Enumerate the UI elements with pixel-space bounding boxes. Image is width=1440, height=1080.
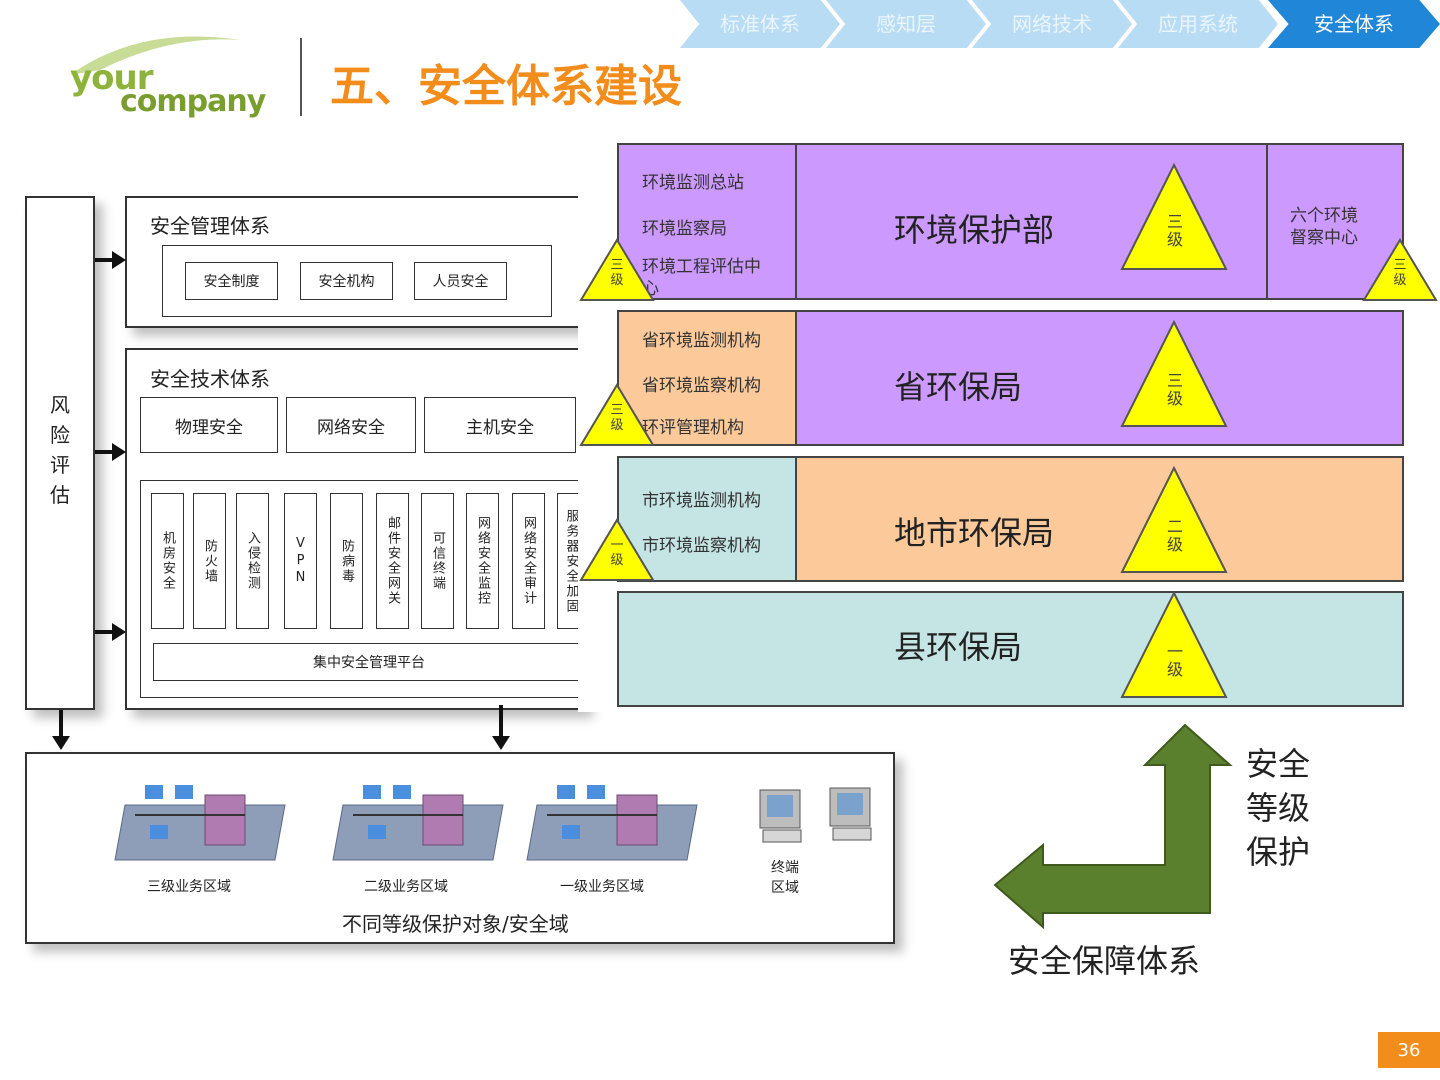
zone-label-level1: 一级业务区域 bbox=[560, 879, 644, 895]
row2-item: 省环境监测机构 bbox=[642, 331, 761, 351]
company-logo: your company bbox=[60, 30, 266, 130]
nav-tab-security[interactable]: 安全体系 bbox=[1268, 0, 1440, 48]
tech-cell: 防火墙 bbox=[193, 493, 226, 629]
header-divider bbox=[300, 38, 302, 116]
network-zones-graphic bbox=[114, 785, 698, 861]
tech-cell: 网络安全监控 bbox=[466, 493, 499, 629]
triangle-label: 一级 bbox=[610, 538, 624, 568]
triangle-label: 三级 bbox=[1166, 212, 1183, 249]
security-assurance-label: 安全保障体系 bbox=[1008, 942, 1201, 980]
row3-item: 市环境监测机构 bbox=[642, 491, 761, 511]
security-tech-title: 安全技术体系 bbox=[150, 367, 270, 391]
triangle-label: 三级 bbox=[610, 403, 624, 433]
nav-tab-network[interactable]: 网络技术 bbox=[972, 0, 1132, 48]
mgmt-item-personnel: 人员安全 bbox=[414, 262, 507, 300]
network-platform-icon bbox=[114, 785, 286, 861]
row4-center-label: 县环保局 bbox=[894, 628, 1023, 666]
row3-left-cell bbox=[619, 458, 796, 580]
zone-label-level2: 二级业务区域 bbox=[364, 879, 448, 895]
zone-label-level3: 三级业务区域 bbox=[147, 879, 231, 895]
mgmt-item-org: 安全机构 bbox=[300, 262, 393, 300]
tech-item-host: 主机安全 bbox=[424, 397, 576, 453]
row3-center-label: 地市环保局 bbox=[894, 514, 1055, 552]
level3-small-triangle-icon bbox=[579, 383, 655, 446]
tech-cell: 可信终端 bbox=[421, 493, 454, 629]
tech-cell: 邮件安全网关 bbox=[376, 493, 409, 629]
triangle-label: 二级 bbox=[1166, 517, 1183, 554]
tech-cell: 防病毒 bbox=[330, 493, 363, 629]
green-bent-arrow-icon bbox=[993, 723, 1233, 930]
tech-item-network: 网络安全 bbox=[286, 397, 416, 453]
connector-arrow bbox=[492, 736, 510, 750]
level1-triangle-icon bbox=[1120, 591, 1228, 698]
connector-arrow bbox=[112, 251, 126, 269]
logo-swoosh-icon bbox=[70, 36, 240, 75]
network-platform-icon bbox=[332, 785, 504, 861]
row2-item: 环评管理机构 bbox=[642, 418, 744, 438]
level-row-county bbox=[617, 591, 1404, 707]
terminal-zone-label: 终端区域 bbox=[771, 860, 799, 896]
logo-text-your: your bbox=[70, 58, 153, 98]
row3-divider bbox=[795, 456, 797, 582]
triangle-label: 三级 bbox=[610, 258, 624, 288]
tech-cell: 网络安全审计 bbox=[512, 493, 545, 629]
row1-right-label: 六个环境督察中心 bbox=[1290, 206, 1358, 248]
level3-triangle-icon bbox=[1120, 320, 1228, 427]
row2-divider bbox=[795, 310, 797, 446]
mgmt-item-system: 安全制度 bbox=[185, 262, 278, 300]
row2-item: 省环境监察机构 bbox=[642, 376, 761, 396]
connector-arrow bbox=[95, 450, 115, 454]
row1-item: 环境监察局 bbox=[642, 219, 727, 239]
triangle-label: 三级 bbox=[1393, 258, 1407, 288]
row1-divider-left bbox=[795, 143, 797, 300]
terminal-computers-icon bbox=[759, 787, 872, 843]
row1-item: 环境工程评估中心 bbox=[642, 257, 761, 299]
level1-small-triangle-icon bbox=[579, 518, 655, 581]
connector-arrow bbox=[499, 705, 503, 736]
page-title: 五、安全体系建设 bbox=[330, 61, 682, 112]
tech-item-physical: 物理安全 bbox=[140, 397, 278, 453]
connector-arrow bbox=[112, 443, 126, 461]
risk-assessment-box bbox=[25, 196, 95, 710]
level3-small-triangle-icon bbox=[1362, 238, 1438, 301]
level3-triangle-icon bbox=[1120, 163, 1228, 270]
triangle-label: 一级 bbox=[1166, 642, 1183, 679]
connector-arrow bbox=[95, 258, 115, 262]
risk-assessment-label: 风险评估 bbox=[50, 393, 70, 507]
protection-objects-label: 不同等级保护对象/安全域 bbox=[342, 912, 569, 936]
connector-arrow bbox=[52, 736, 70, 750]
tech-cell: 入侵检测 bbox=[236, 493, 269, 629]
logo-text-company: company bbox=[120, 84, 266, 119]
connector-arrow bbox=[112, 623, 126, 641]
row1-divider-right bbox=[1266, 143, 1268, 300]
triangle-label: 三级 bbox=[1166, 371, 1183, 408]
tech-cell: VPN bbox=[284, 493, 317, 629]
level3-small-triangle-icon bbox=[579, 238, 655, 301]
row3-item: 市环境监察机构 bbox=[642, 536, 761, 556]
row2-center-label: 省环保局 bbox=[894, 368, 1023, 406]
nav-tab-perception[interactable]: 感知层 bbox=[826, 0, 986, 48]
central-platform-box: 集中安全管理平台 bbox=[153, 643, 585, 681]
row1-item: 环境监测总站 bbox=[642, 173, 744, 193]
security-level-protection-label: 安全等级保护 bbox=[1246, 745, 1311, 871]
connector-arrow bbox=[95, 630, 115, 634]
security-management-title: 安全管理体系 bbox=[150, 214, 270, 238]
row1-center-label: 环境保护部 bbox=[894, 211, 1055, 249]
level-row-ministry bbox=[617, 143, 1404, 300]
network-platform-icon bbox=[526, 785, 698, 861]
row2-left-cell bbox=[619, 312, 796, 444]
connector-arrow bbox=[59, 710, 63, 736]
nav-tab-application[interactable]: 应用系统 bbox=[1118, 0, 1278, 48]
tech-cell: 机房安全 bbox=[151, 493, 184, 629]
page-number: 36 bbox=[1378, 1032, 1440, 1068]
nav-tab-standard[interactable]: 标准体系 bbox=[680, 0, 840, 48]
level2-triangle-icon bbox=[1120, 466, 1228, 573]
